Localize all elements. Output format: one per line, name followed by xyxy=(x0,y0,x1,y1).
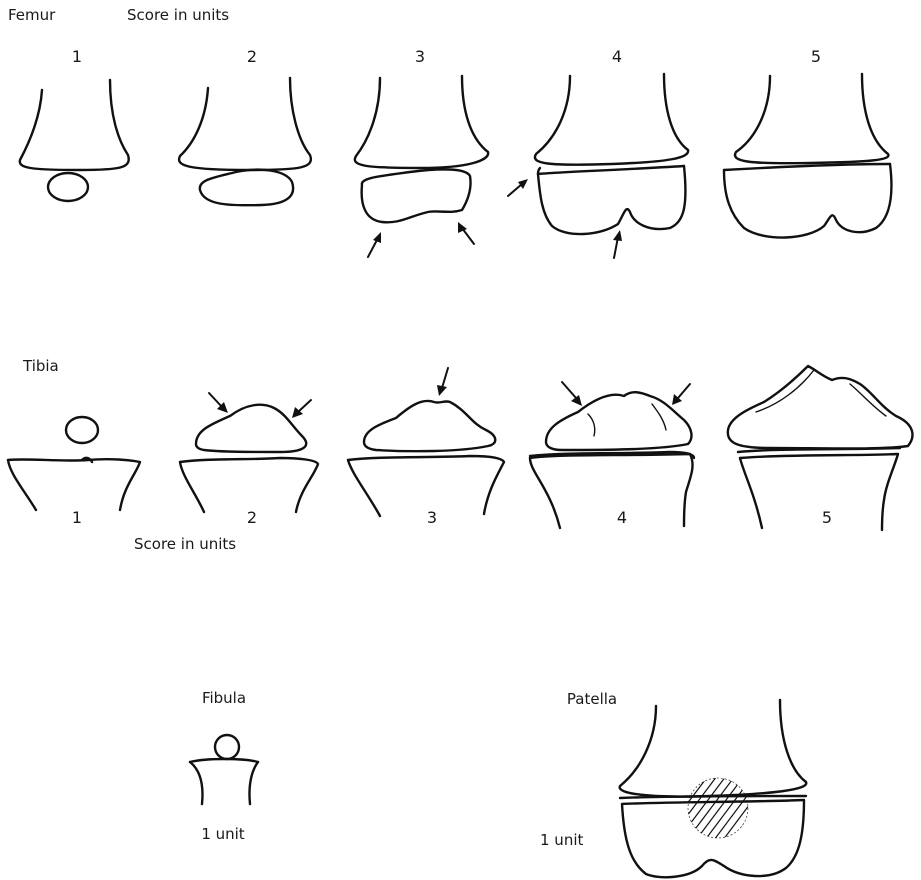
femur-score-label: Score in units xyxy=(127,6,229,24)
tibia-stage-4-left-arrow xyxy=(562,382,582,406)
tibia-stage-3-top-arrow xyxy=(437,368,448,396)
tibia-stage-5-drawing xyxy=(728,366,913,530)
fibula-title: Fibula xyxy=(202,689,246,707)
fibula-unit-label: 1 unit xyxy=(201,825,244,843)
tibia-title: Tibia xyxy=(22,357,59,375)
femur-stage-4-drawing xyxy=(508,74,688,258)
femur-stage-5-drawing xyxy=(724,74,891,238)
tibia-stage-3-drawing xyxy=(348,368,504,516)
tibia-stage-2-drawing xyxy=(180,393,318,512)
femur-stage-2-number: 2 xyxy=(247,47,257,66)
patella-title: Patella xyxy=(567,690,617,708)
fibula-section: Fibula 1 unit xyxy=(190,689,258,843)
patella-unit-label: 1 unit xyxy=(540,831,583,849)
tibia-stage-2-right-arrow xyxy=(292,400,311,418)
femur-stage-4-bottom-arrow xyxy=(613,230,622,258)
tibia-stage-3-number: 3 xyxy=(427,508,437,527)
femur-title: Femur xyxy=(8,6,56,24)
tibia-stage-2-number: 2 xyxy=(247,508,257,527)
femur-stage-4-number: 4 xyxy=(612,47,622,66)
patella-drawing xyxy=(620,700,807,880)
femur-stage-1-number: 1 xyxy=(72,47,82,66)
tibia-score-label: Score in units xyxy=(134,535,236,553)
femur-stage-2-drawing xyxy=(179,78,311,205)
tibia-stage-1-drawing xyxy=(8,417,140,510)
tibia-stage-4-number: 4 xyxy=(617,508,627,527)
patella-section: Patella xyxy=(540,690,806,880)
femur-section: Femur Score in units 1 2 3 4 5 xyxy=(8,6,891,258)
tibia-stage-5-number: 5 xyxy=(822,508,832,527)
femur-stage-3-drawing xyxy=(355,76,488,257)
tibia-stage-2-left-arrow xyxy=(209,393,228,413)
femur-stage-5-number: 5 xyxy=(811,47,821,66)
femur-stage-3-right-arrow xyxy=(458,222,474,244)
tibia-stage-1-number: 1 xyxy=(72,508,82,527)
tibia-section: Tibia xyxy=(8,357,912,553)
fibula-drawing xyxy=(190,735,258,804)
femur-stage-4-left-arrow xyxy=(508,179,528,196)
femur-stage-3-left-arrow xyxy=(368,232,381,257)
tibia-stage-4-drawing xyxy=(530,382,694,528)
tibia-stage-4-right-arrow xyxy=(672,384,690,405)
femur-stage-1-drawing xyxy=(20,80,129,201)
femur-stage-3-number: 3 xyxy=(415,47,425,66)
